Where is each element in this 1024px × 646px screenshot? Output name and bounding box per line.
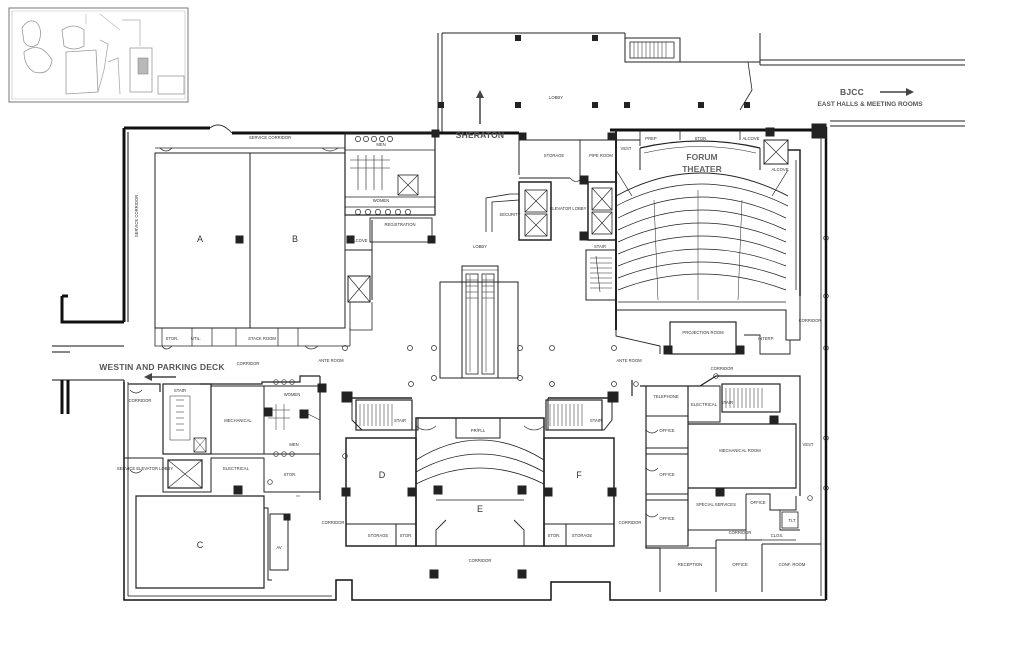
- label-storage-d: STORAGE: [368, 533, 389, 538]
- label-corridor-right: CORRIDOR: [799, 318, 822, 323]
- label-vest-right: VEST: [803, 442, 814, 447]
- label-pipe-room: PIPE ROOM: [589, 153, 613, 158]
- room-d-label: D: [379, 470, 386, 480]
- label-special-services: SPECIAL SERVICES: [696, 502, 736, 507]
- label-office-1: OFFICE: [659, 428, 675, 433]
- label-elevator-lobby: ELEVATOR LOBBY: [550, 206, 587, 211]
- label-women-top: WOMEN: [373, 198, 390, 203]
- label-men-left: MEN: [289, 442, 298, 447]
- label-vest: VEST: [621, 146, 632, 151]
- escalators: [342, 265, 617, 387]
- label-projection-room: PROJECTION ROOM: [682, 330, 724, 335]
- label-alcove-top: ALCOVE: [743, 136, 760, 141]
- label-ante-room-left: ANTE ROOM: [318, 358, 344, 363]
- bjcc-arrow: [880, 88, 914, 96]
- label-conf-room: CONF. ROOM: [779, 562, 806, 567]
- label-corridor-left: CORRIDOR: [129, 398, 152, 403]
- label-electrical-left: ELECTRICAL: [223, 466, 250, 471]
- label-stor-ab: STOR.: [166, 336, 179, 341]
- sheraton-label: SHERATON: [456, 130, 505, 140]
- bjcc-label: BJCC: [840, 87, 864, 97]
- label-util: UTIL.: [191, 336, 201, 341]
- label-storage-f: STORAGE: [572, 533, 593, 538]
- label-stack-room: STACK ROOM: [248, 336, 276, 341]
- sheraton-arrow: [476, 90, 484, 124]
- label-corridor-mid-right: CORRIDOR: [711, 366, 734, 371]
- room-c-label: C: [197, 540, 204, 550]
- room-f-label: F: [576, 470, 582, 480]
- westin-label: WESTIN AND PARKING DECK: [99, 362, 225, 372]
- room-ab: [154, 147, 355, 350]
- bjcc-connector: [759, 33, 965, 127]
- label-lobby-top: LOBBY: [549, 95, 563, 100]
- room-def: [341, 391, 619, 579]
- label-corridor-office: CORRIDOR: [729, 530, 752, 535]
- label-corridor-d: CORRIDOR: [322, 520, 345, 525]
- room-a-label: A: [197, 234, 203, 244]
- label-av: AV: [276, 545, 281, 550]
- label-office-5: OFFICE: [732, 562, 748, 567]
- label-registration: REGISTRATION: [384, 222, 415, 227]
- label-men-top: MEN: [376, 142, 385, 147]
- forum-theater-line1: FORUM: [686, 152, 717, 162]
- room-letters: A B C D E F: [197, 234, 583, 550]
- label-storage-top: STORAGE: [544, 153, 565, 158]
- label-stair-right: STAIR: [721, 400, 733, 405]
- label-corridor-f: CORRIDOR: [619, 520, 642, 525]
- label-stor-d: STOR.: [400, 533, 413, 538]
- label-prep: PREP: [645, 136, 657, 141]
- forum-theater-line2: THEATER: [682, 164, 722, 174]
- label-women-left: WOMEN: [284, 392, 301, 397]
- office-block: [631, 373, 821, 592]
- forum-theater: [610, 123, 829, 491]
- label-office-2: OFFICE: [659, 472, 675, 477]
- label-mechanical: MECHANICAL: [224, 418, 252, 423]
- label-service-corridor-top: SERVICE CORRIDOR: [249, 135, 291, 140]
- label-security: SECURITY: [499, 212, 520, 217]
- label-mechanical-room: MECHANICAL ROOM: [719, 448, 761, 453]
- label-stor-left: STOR.: [284, 472, 297, 477]
- lower-left-block: [123, 375, 348, 589]
- label-corridor-bottom: CORRIDOR: [469, 558, 492, 563]
- label-office-3: OFFICE: [659, 516, 675, 521]
- label-alcove-left: ALCOVE: [351, 238, 368, 243]
- label-lobby-center: LOBBY: [473, 244, 487, 249]
- label-tlt: TLT: [788, 518, 796, 523]
- label-prfll: PR/FLL: [471, 428, 486, 433]
- label-interp: INTERP.: [758, 336, 774, 341]
- label-electrical-right: ELECTRICAL: [691, 402, 718, 407]
- label-service-elevator-lobby: SERVICE ELEVATOR LOBBY: [117, 466, 173, 471]
- directional-labels: SHERATON BJCC EAST HALLS & MEETING ROOMS…: [99, 87, 923, 372]
- small-labels: SERVICE CORRIDOR SERVICE CORRIDOR MEN WO…: [117, 95, 822, 567]
- label-clos: CLOS.: [771, 533, 784, 538]
- restrooms-top: [344, 129, 440, 331]
- room-e-label: E: [477, 504, 483, 514]
- label-stor-f: STOR.: [548, 533, 561, 538]
- label-stair-f: STAIR: [590, 418, 602, 423]
- site-key-map: [8, 7, 189, 103]
- room-b-label: B: [292, 234, 298, 244]
- label-alcove-right: ALCOVE: [772, 167, 789, 172]
- sheraton-lobby: [437, 32, 760, 133]
- label-reception: RECEPTION: [678, 562, 702, 567]
- label-telephone: TELEPHONE: [653, 394, 679, 399]
- label-stair-d: STAIR: [394, 418, 406, 423]
- label-office-4: OFFICE: [750, 500, 766, 505]
- label-stair-center: STAIR: [594, 244, 606, 249]
- label-ante-room-right: ANTE ROOM: [616, 358, 642, 363]
- label-stair-left: STAIR: [174, 388, 186, 393]
- label-stor-top: STOR.: [695, 136, 708, 141]
- label-corridor-west: CORRIDOR: [237, 361, 260, 366]
- core-center: [485, 130, 617, 330]
- east-halls-label: EAST HALLS & MEETING ROOMS: [817, 101, 923, 108]
- label-service-corridor-left: SERVICE CORRIDOR: [134, 195, 139, 237]
- westin-arrow: [144, 373, 176, 381]
